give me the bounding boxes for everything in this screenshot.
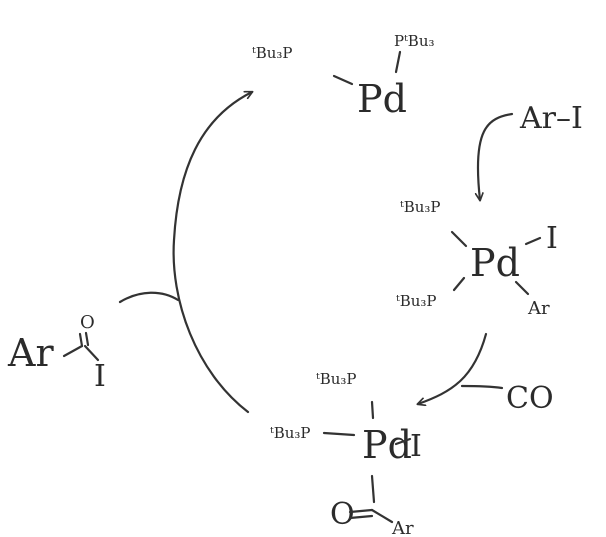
bottom-bond-left bbox=[322, 431, 356, 437]
middle-bond-upper-right bbox=[524, 236, 542, 246]
product-release-branch bbox=[118, 291, 180, 304]
middle-complex: Pd ᵗBu₃P ᵗBu₃P I Ar bbox=[396, 198, 558, 319]
product-co-bond-2 bbox=[84, 331, 90, 347]
co-insertion-arrow-main bbox=[418, 332, 488, 404]
middle-ligand-i: I bbox=[546, 221, 558, 256]
ar-i-reagent: Ar–I bbox=[519, 101, 583, 136]
bottom-pd-label: Pd bbox=[362, 423, 412, 467]
product-bond-c-i bbox=[83, 344, 100, 362]
top-ligand-top: PᵗBu₃ bbox=[394, 32, 435, 50]
co-reagent: CO bbox=[506, 381, 554, 416]
top-pd-label: Pd bbox=[357, 77, 407, 121]
middle-bond-lower-left bbox=[452, 276, 466, 292]
regeneration-arrow bbox=[172, 92, 252, 414]
acyl-iodide-product: Ar O I bbox=[7, 312, 106, 394]
oxidative-addition-step: Ar–I bbox=[478, 101, 583, 200]
acyl-co-double-bond-1 bbox=[348, 508, 374, 514]
middle-ligand-lower-left: ᵗBu₃P bbox=[396, 292, 437, 310]
product-bond-ar-c bbox=[62, 344, 84, 358]
oxidative-addition-arrow bbox=[478, 112, 514, 200]
top-ligand-left: ᵗBu₃P bbox=[252, 44, 293, 62]
bottom-bond-top bbox=[370, 400, 375, 420]
bottom-bond-right bbox=[394, 437, 412, 446]
acyl-bond-to-ar bbox=[370, 508, 394, 524]
top-complex: Pd ᵗBu₃P PᵗBu₃ bbox=[252, 32, 435, 121]
top-bond-left bbox=[332, 74, 354, 86]
acyl-oxygen: O bbox=[330, 497, 355, 532]
bottom-ligand-top: ᵗBu₃P bbox=[316, 370, 357, 388]
product-co-bond-1 bbox=[78, 332, 84, 348]
bottom-complex: Pd ᵗBu₃P ᵗBu₃P I O Ar bbox=[270, 370, 422, 537]
bottom-ligand-left: ᵗBu₃P bbox=[270, 424, 311, 442]
co-insertion-arrow-branch bbox=[460, 384, 504, 390]
product-i: I bbox=[94, 359, 106, 394]
co-insertion-step: CO bbox=[418, 332, 554, 416]
acyl-ar: Ar bbox=[391, 518, 414, 537]
middle-bond-upper-left bbox=[450, 230, 468, 248]
bottom-ligand-i: I bbox=[410, 429, 422, 464]
product-ar: Ar bbox=[7, 331, 54, 375]
acyl-co-double-bond-2 bbox=[348, 514, 374, 520]
top-bond-top bbox=[394, 50, 402, 74]
middle-bond-lower-right bbox=[514, 280, 530, 296]
middle-ligand-upper-left: ᵗBu₃P bbox=[400, 198, 441, 216]
middle-pd-label: Pd bbox=[470, 241, 520, 285]
product-o: O bbox=[80, 312, 95, 333]
reductive-elimination-step bbox=[118, 92, 252, 414]
middle-ligand-ar: Ar bbox=[527, 298, 550, 319]
acyl-bond-to-pd bbox=[370, 474, 376, 504]
